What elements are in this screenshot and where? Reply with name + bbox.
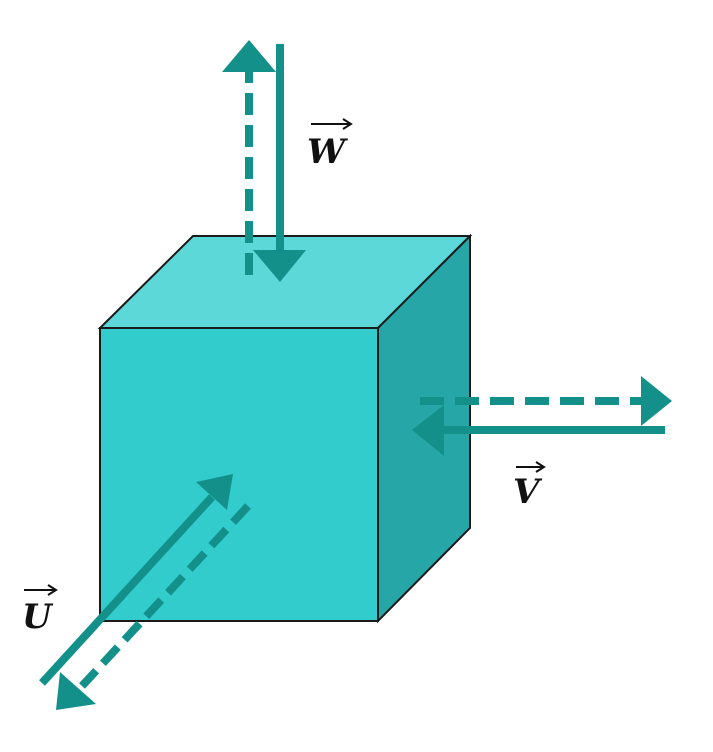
v-label-text: V bbox=[513, 472, 543, 512]
v-label: V bbox=[513, 461, 546, 512]
u-solid-arrow-shaft bbox=[39, 494, 215, 686]
v-vector-group bbox=[412, 376, 672, 456]
w-dashed-arrow-head bbox=[222, 40, 276, 72]
w-solid-arrow-head bbox=[253, 250, 306, 282]
u-label: U bbox=[22, 584, 58, 637]
w-label: W bbox=[307, 118, 353, 172]
w-vector-group bbox=[222, 40, 306, 282]
v-solid-arrow-head bbox=[412, 405, 444, 456]
u-dashed-arrow-shaft bbox=[79, 503, 251, 689]
u-solid-arrow-head bbox=[196, 474, 233, 510]
u-label-overarrow-head bbox=[47, 584, 58, 596]
u-label-text: U bbox=[22, 597, 54, 637]
v-label-overarrow-head bbox=[535, 461, 546, 473]
u-vector-group bbox=[39, 474, 251, 710]
u-dashed-arrow-head bbox=[56, 672, 96, 710]
w-label-text: W bbox=[307, 132, 348, 172]
v-dashed-arrow-head bbox=[641, 376, 672, 426]
w-label-overarrow-head bbox=[342, 118, 353, 130]
